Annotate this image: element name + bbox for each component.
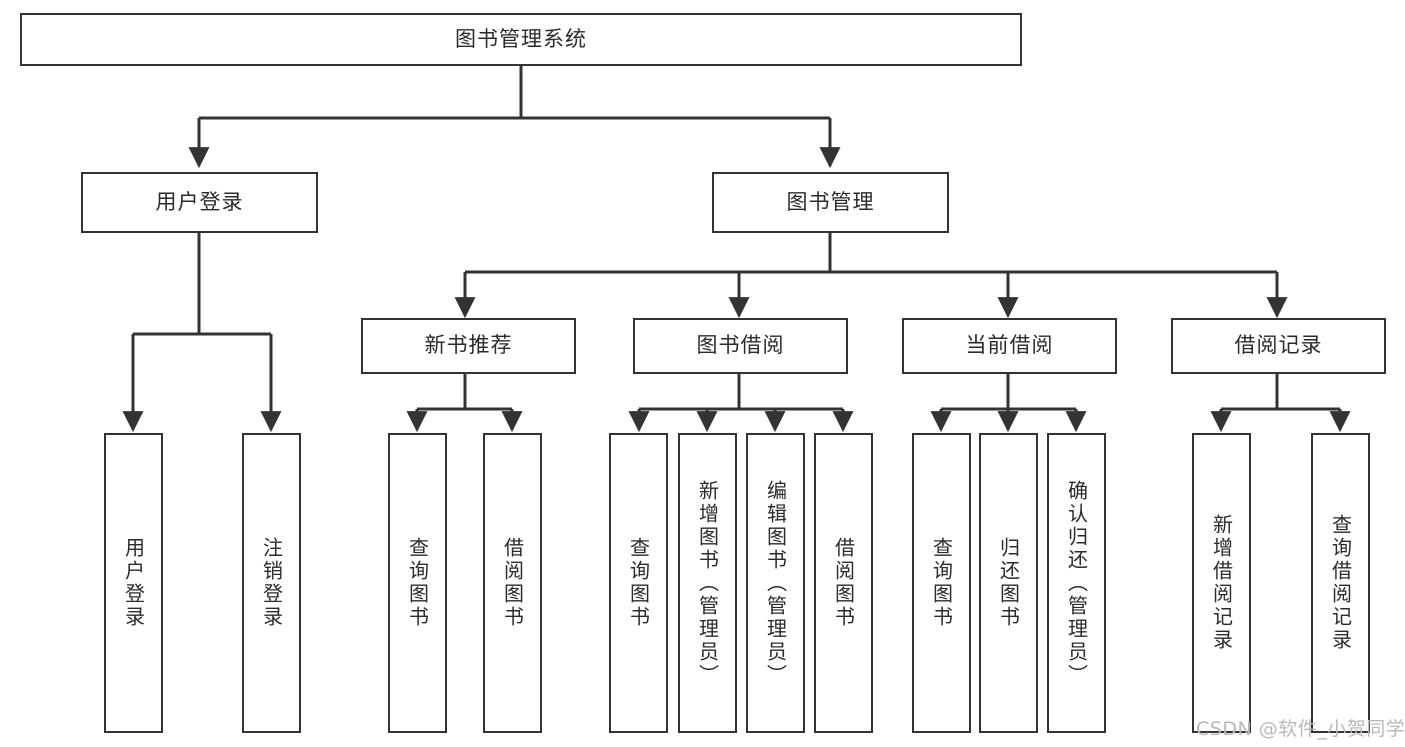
leaf-bb-edit-book-label: 编辑图书（管理员） <box>763 479 788 687</box>
node-book-borrow-label: 图书借阅 <box>696 333 785 358</box>
node-borrow-record[interactable]: 借阅记录 <box>1171 318 1386 374</box>
leaf-nb-borrow-book-label: 借阅图书 <box>500 537 525 629</box>
leaf-user-login-label: 用户登录 <box>121 537 146 629</box>
leaf-cb-query-book[interactable]: 查询图书 <box>912 433 971 733</box>
node-current-borrow[interactable]: 当前借阅 <box>902 318 1117 374</box>
watermark: CSDN @软件_小贺同学 <box>1196 714 1405 741</box>
node-new-book-recommend[interactable]: 新书推荐 <box>361 318 576 374</box>
leaf-bb-query-book[interactable]: 查询图书 <box>609 433 668 733</box>
leaf-cb-return-book-label: 归还图书 <box>996 537 1021 629</box>
leaf-br-query-record-label: 查询借阅记录 <box>1328 514 1353 652</box>
leaf-br-query-record[interactable]: 查询借阅记录 <box>1311 433 1370 733</box>
leaf-nb-borrow-book[interactable]: 借阅图书 <box>483 433 542 733</box>
leaf-bb-borrow-book[interactable]: 借阅图书 <box>814 433 873 733</box>
leaf-bb-add-book-label: 新增图书（管理员） <box>695 479 720 687</box>
leaf-bb-edit-book[interactable]: 编辑图书（管理员） <box>746 433 805 733</box>
leaf-cb-query-book-label: 查询图书 <box>929 537 954 629</box>
leaf-logout[interactable]: 注销登录 <box>242 433 301 733</box>
leaf-br-add-record[interactable]: 新增借阅记录 <box>1192 433 1251 733</box>
leaf-nb-query-book[interactable]: 查询图书 <box>388 433 447 733</box>
leaf-bb-add-book[interactable]: 新增图书（管理员） <box>678 433 737 733</box>
leaf-bb-query-book-label: 查询图书 <box>626 537 651 629</box>
leaf-logout-label: 注销登录 <box>259 537 284 629</box>
leaf-cb-confirm-return-label: 确认归还（管理员） <box>1064 479 1089 687</box>
watermark-text: CSDN @软件_小贺同学 <box>1196 718 1405 740</box>
leaf-cb-return-book[interactable]: 归还图书 <box>979 433 1038 733</box>
node-book-manage[interactable]: 图书管理 <box>712 172 949 233</box>
node-root[interactable]: 图书管理系统 <box>20 13 1022 66</box>
node-user-login-label: 用户登录 <box>155 189 244 214</box>
node-current-borrow-label: 当前借阅 <box>965 333 1054 358</box>
node-borrow-record-label: 借阅记录 <box>1234 333 1323 358</box>
node-new-book-recommend-label: 新书推荐 <box>424 333 513 358</box>
leaf-cb-confirm-return[interactable]: 确认归还（管理员） <box>1047 433 1106 733</box>
leaf-br-add-record-label: 新增借阅记录 <box>1209 514 1234 652</box>
leaf-user-login[interactable]: 用户登录 <box>104 433 163 733</box>
node-user-login[interactable]: 用户登录 <box>81 172 318 233</box>
leaf-nb-query-book-label: 查询图书 <box>405 537 430 629</box>
node-root-label: 图书管理系统 <box>455 26 587 51</box>
node-book-borrow[interactable]: 图书借阅 <box>633 318 848 374</box>
node-book-manage-label: 图书管理 <box>786 189 875 214</box>
leaf-bb-borrow-book-label: 借阅图书 <box>831 537 856 629</box>
